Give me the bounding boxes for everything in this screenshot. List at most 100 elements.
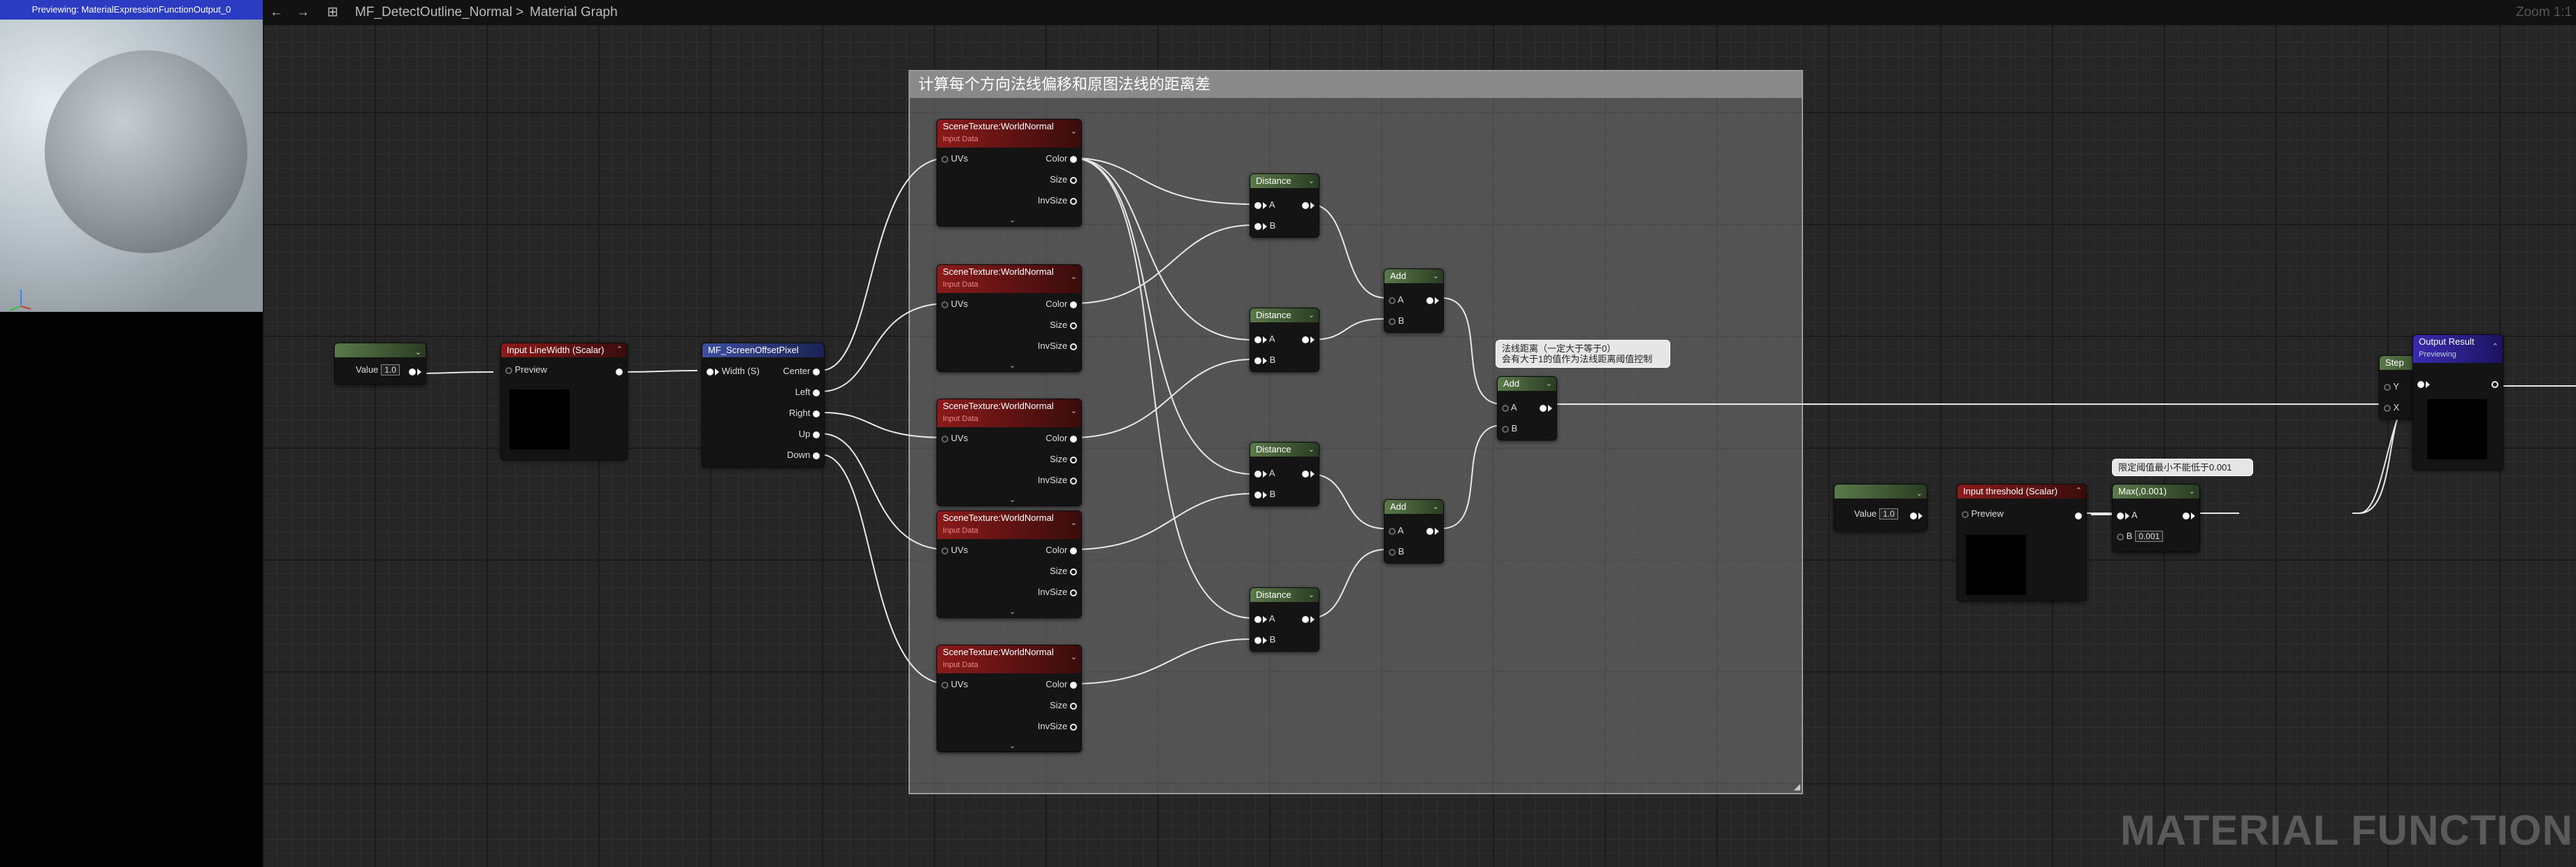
node-title[interactable]: Distance xyxy=(1250,588,1319,602)
output-pin-size[interactable]: Size xyxy=(1050,454,1077,465)
output-pin-size[interactable]: Size xyxy=(1050,174,1077,185)
node-title[interactable]: Distance xyxy=(1250,174,1319,188)
input-pin-uvs[interactable]: UVs xyxy=(941,153,968,164)
output-pin[interactable] xyxy=(616,366,623,377)
output-pin[interactable] xyxy=(1540,402,1552,413)
output-pin-right[interactable]: Right xyxy=(789,408,820,419)
add-node-comment-bubble[interactable]: 法线距离（一定大于等于0） 会有大于1的值作为法线距离阈值控制 xyxy=(1496,340,1670,368)
output-pin-invsize[interactable]: InvSize xyxy=(1038,587,1077,598)
output-pin[interactable] xyxy=(1426,525,1439,536)
input-pin-a[interactable]: A xyxy=(1254,468,1275,479)
node-title[interactable]: Add xyxy=(1498,377,1556,391)
output-pin[interactable] xyxy=(1302,334,1315,345)
chevron-up-icon[interactable]: ⌃ xyxy=(2491,343,2498,351)
output-pin[interactable] xyxy=(2491,378,2498,389)
input-pin-b[interactable]: B xyxy=(1254,634,1275,645)
input-pin-b[interactable]: B xyxy=(1254,354,1275,366)
node-title[interactable]: Max(,0.001) xyxy=(2113,485,2199,499)
node-title[interactable]: Distance xyxy=(1250,443,1319,457)
chevron-down-icon[interactable]: ⌄ xyxy=(1308,311,1315,320)
input-pin[interactable] xyxy=(2417,378,2430,389)
input-pin-b[interactable]: B xyxy=(1502,423,1517,434)
distance-node-1[interactable]: Distance ⌄ A B xyxy=(1250,173,1319,238)
chevron-down-icon[interactable]: ⌄ xyxy=(1070,273,1077,281)
input-pin-b[interactable]: B xyxy=(1254,220,1275,231)
input-pin-a[interactable]: A xyxy=(1254,199,1275,210)
input-linewidth-node[interactable]: Input LineWidth (Scalar) ⌃ Preview xyxy=(500,343,628,460)
expand-icon[interactable]: ⌄ xyxy=(1009,608,1016,616)
output-pin-up[interactable]: Up xyxy=(799,429,820,440)
input-pin-a[interactable]: A xyxy=(1254,334,1275,345)
output-pin[interactable] xyxy=(1910,510,1923,521)
input-pin-a[interactable]: A xyxy=(1389,294,1404,306)
output-pin[interactable] xyxy=(2075,510,2082,521)
output-pin-invsize[interactable]: InvSize xyxy=(1038,721,1077,732)
add-node-2[interactable]: Add ⌄ A B xyxy=(1384,499,1444,564)
value-field[interactable]: 1.0 xyxy=(1879,508,1898,520)
chevron-down-icon[interactable]: ⌄ xyxy=(1070,407,1077,415)
input-pin-uvs[interactable]: UVs xyxy=(941,433,968,444)
input-pin-y[interactable]: Y xyxy=(2384,381,2399,392)
output-pin-color[interactable]: Color xyxy=(1045,679,1077,690)
material-preview-viewport[interactable] xyxy=(0,20,263,312)
input-pin-a[interactable]: A xyxy=(1502,402,1517,413)
chevron-down-icon[interactable]: ⌄ xyxy=(1070,519,1077,527)
output-pin-color[interactable]: Color xyxy=(1045,153,1077,164)
back-button[interactable]: ← xyxy=(270,0,283,25)
output-pin[interactable] xyxy=(1426,294,1439,306)
constant-node-header[interactable]: ⌄ xyxy=(1835,485,1927,499)
output-pin-color[interactable]: Color xyxy=(1045,545,1077,556)
output-pin[interactable] xyxy=(1302,613,1315,624)
expand-icon[interactable]: ⌄ xyxy=(1009,361,1016,370)
chevron-down-icon[interactable]: ⌄ xyxy=(1916,489,1923,498)
constant-node-header[interactable]: ⌄ xyxy=(335,343,426,357)
breadcrumb-graph[interactable]: Material Graph xyxy=(530,5,618,20)
material-graph-canvas[interactable]: ← → ⊞ MF_DetectOutline_Normal > Material… xyxy=(263,0,2576,867)
output-pin-center[interactable]: Center xyxy=(783,366,820,377)
resize-handle-icon[interactable]: ◢ xyxy=(1793,782,1800,791)
node-title[interactable]: Input LineWidth (Scalar) xyxy=(501,343,627,357)
max-node-comment-bubble[interactable]: 限定阈值最小不能低于0.001 xyxy=(2112,459,2253,476)
forward-button[interactable]: → xyxy=(296,0,310,25)
input-threshold-node[interactable]: Input threshold (Scalar) ⌃ Preview xyxy=(1957,484,2087,601)
chevron-down-icon[interactable]: ⌄ xyxy=(1308,591,1315,599)
output-pin[interactable] xyxy=(1302,468,1315,479)
chevron-down-icon[interactable]: ⌄ xyxy=(1432,503,1439,511)
output-pin-invsize[interactable]: InvSize xyxy=(1038,195,1077,206)
comment-title[interactable]: 计算每个方向法线偏移和原图法线的距离差 xyxy=(910,71,1802,98)
output-pin-size[interactable]: Size xyxy=(1050,566,1077,577)
preview-pin[interactable]: Preview xyxy=(1962,508,2004,520)
chevron-down-icon[interactable]: ⌄ xyxy=(1432,272,1439,280)
output-pin-color[interactable]: Color xyxy=(1045,299,1077,310)
output-pin-left[interactable]: Left xyxy=(795,387,820,398)
output-pin[interactable] xyxy=(409,366,421,377)
input-pin-a[interactable]: A xyxy=(2117,510,2138,521)
input-pin-a[interactable]: A xyxy=(1389,525,1404,536)
output-pin-size[interactable]: Size xyxy=(1050,700,1077,711)
output-pin-size[interactable]: Size xyxy=(1050,320,1077,331)
expand-icon[interactable]: ⌄ xyxy=(1009,496,1016,504)
input-pin-b[interactable]: B xyxy=(1389,315,1404,327)
output-pin[interactable] xyxy=(2183,510,2195,521)
output-pin-invsize[interactable]: InvSize xyxy=(1038,341,1077,352)
output-pin-color[interactable]: Color xyxy=(1045,433,1077,444)
add-node-3[interactable]: Add ⌄ A B xyxy=(1497,376,1557,440)
chevron-down-icon[interactable]: ⌄ xyxy=(1070,653,1077,661)
input-pin-x[interactable]: X xyxy=(2384,402,2399,413)
input-pin-uvs[interactable]: UVs xyxy=(941,679,968,690)
breadcrumb-asset[interactable]: MF_DetectOutline_Normal xyxy=(355,5,512,20)
expand-icon[interactable]: ⌄ xyxy=(1009,742,1016,750)
expand-icon[interactable]: ⌄ xyxy=(1009,216,1016,224)
node-title[interactable]: Input threshold (Scalar) xyxy=(1958,485,2086,499)
output-pin[interactable] xyxy=(1302,199,1315,210)
chevron-up-icon[interactable]: ⌃ xyxy=(2075,487,2082,495)
node-title[interactable]: Add xyxy=(1384,500,1443,514)
input-pin-uvs[interactable]: UVs xyxy=(941,299,968,310)
distance-node-2[interactable]: Distance ⌄ A B xyxy=(1250,308,1319,372)
